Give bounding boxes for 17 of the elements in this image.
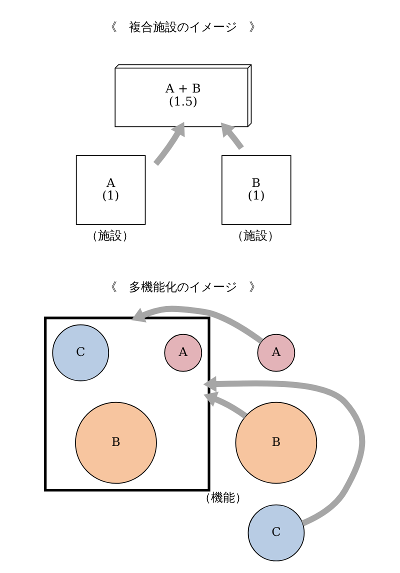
arrow: [152, 122, 184, 166]
arrow: [203, 392, 247, 419]
node-label: （施設）: [85, 228, 134, 242]
node-circle: A: [256, 334, 295, 372]
node-circle: A: [164, 334, 202, 372]
node-circle: B: [74, 402, 156, 484]
node-circle: B: [234, 402, 317, 484]
node-label: （施設）: [230, 228, 279, 242]
node-label: （機能）: [198, 490, 247, 505]
arrow: [202, 376, 365, 526]
node-circle: C: [52, 324, 109, 382]
arrow: [220, 122, 244, 150]
label: 《 多機能化のイメージ 》: [104, 280, 261, 294]
cluster: [44, 316, 210, 492]
label: 《 複合施設のイメージ 》: [104, 20, 261, 34]
node-circle: C: [247, 504, 304, 562]
arrow: [130, 306, 263, 344]
